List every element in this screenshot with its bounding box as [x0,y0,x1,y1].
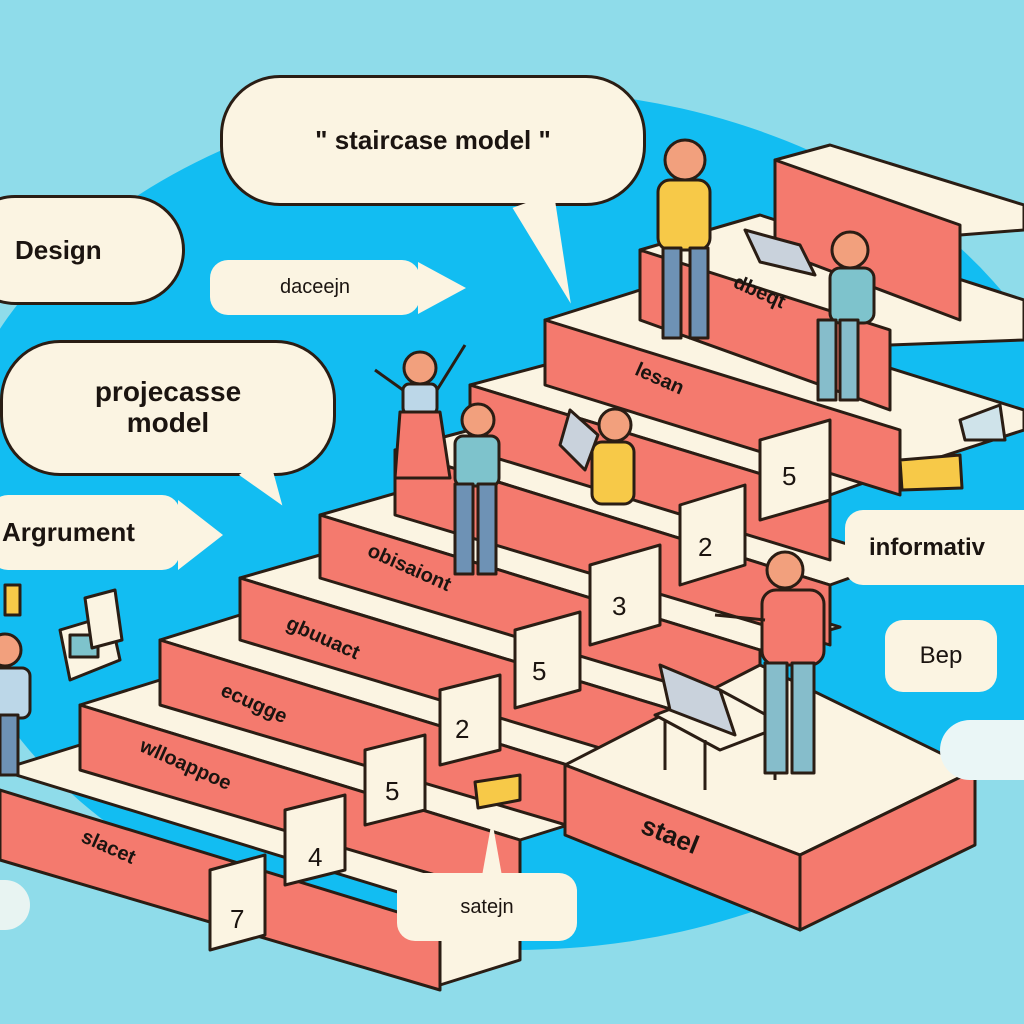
informative-text: informativ [869,533,986,561]
bep-speech-bubble: Bep [885,620,997,692]
step-number: 5 [385,776,399,806]
step-number: 3 [612,591,626,621]
step-number: 5 [532,656,546,686]
title-thought-bubble: " staircase model " [220,75,646,206]
daceejn-text: daceejn [279,276,351,298]
daceejn-bubble-tail [418,262,466,314]
cloud-decoration [940,720,1024,780]
argrument-text: Argrument [2,517,135,547]
step-number: 7 [230,904,244,934]
step-number: 5 [782,461,796,491]
projecasse-thought-bubble: projecasse model [0,340,336,476]
satejn-bubble-tail [482,820,502,876]
step-number: 2 [455,714,469,744]
design-text: Design [15,234,102,265]
step-number: 2 [698,532,712,562]
projecasse-text: projecasse model [94,376,242,438]
title-text: " staircase model " [315,125,551,155]
argrument-speech-bubble: Argrument [0,495,180,570]
step-number: 4 [308,842,322,872]
bep-text: Bep [919,642,963,669]
satejn-text: satejn [460,895,514,918]
daceejn-speech-bubble: daceejn [210,260,420,315]
design-thought-bubble: Design [0,195,185,305]
satejn-speech-bubble: satejn [397,873,577,941]
argrument-bubble-tail [178,500,223,570]
informative-speech-bubble: informativ [845,510,1024,585]
